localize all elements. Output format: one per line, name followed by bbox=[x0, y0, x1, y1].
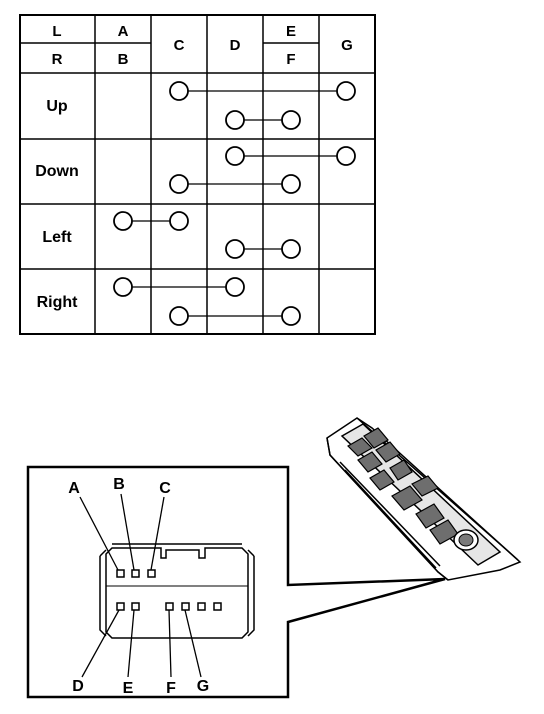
pin-B bbox=[131, 569, 140, 578]
continuity-terminal bbox=[225, 146, 245, 166]
header-L: L bbox=[52, 23, 61, 40]
continuity-terminal bbox=[336, 146, 356, 166]
power-window-switch-illustration bbox=[326, 417, 522, 581]
row-label-up: Up bbox=[46, 98, 68, 115]
pin-D bbox=[116, 602, 125, 611]
pin-label-D: D bbox=[72, 678, 84, 695]
continuity-terminal bbox=[169, 81, 189, 101]
continuity-links bbox=[113, 81, 356, 326]
header-A: A bbox=[118, 23, 129, 40]
pin-leader-lines bbox=[79, 493, 202, 678]
pin-spare bbox=[197, 602, 206, 611]
row-label-left: Left bbox=[42, 229, 72, 246]
header-G: G bbox=[341, 37, 353, 54]
continuity-terminal bbox=[113, 211, 133, 231]
pin-label-G: G bbox=[197, 678, 209, 695]
pin-E bbox=[131, 602, 140, 611]
continuity-terminal bbox=[169, 211, 189, 231]
table-row-labels: Up Down Left Right bbox=[35, 98, 79, 311]
table-header: L A E R B F C D G bbox=[52, 23, 353, 68]
continuity-terminal bbox=[225, 110, 245, 130]
continuity-table bbox=[19, 14, 376, 335]
pin-label-E: E bbox=[123, 680, 134, 697]
pin-label-C: C bbox=[159, 480, 171, 497]
continuity-terminal bbox=[225, 277, 245, 297]
continuity-terminal bbox=[225, 239, 245, 259]
row-label-right: Right bbox=[37, 294, 79, 311]
header-B: B bbox=[118, 51, 129, 68]
table-border bbox=[19, 14, 376, 335]
header-R: R bbox=[52, 51, 63, 68]
pin-G bbox=[181, 602, 190, 611]
continuity-terminal bbox=[169, 174, 189, 194]
row-label-down: Down bbox=[35, 163, 79, 180]
pin-F bbox=[165, 602, 174, 611]
continuity-terminal bbox=[113, 277, 133, 297]
pin-labels: A B C D E F G bbox=[68, 476, 209, 697]
pin-spare bbox=[213, 602, 222, 611]
continuity-terminal bbox=[336, 81, 356, 101]
header-D: D bbox=[230, 37, 241, 54]
continuity-terminal bbox=[281, 239, 301, 259]
header-E: E bbox=[286, 23, 296, 40]
connector-body bbox=[99, 543, 255, 639]
header-C: C bbox=[174, 37, 185, 54]
pin-A bbox=[116, 569, 125, 578]
header-F: F bbox=[286, 51, 295, 68]
pin-label-A: A bbox=[68, 480, 80, 497]
pin-label-B: B bbox=[113, 476, 125, 493]
connector-detail-box bbox=[26, 465, 446, 699]
pin-C bbox=[147, 569, 156, 578]
pin-label-F: F bbox=[166, 680, 176, 697]
continuity-terminal bbox=[169, 306, 189, 326]
continuity-terminal bbox=[281, 174, 301, 194]
continuity-terminal bbox=[281, 306, 301, 326]
continuity-terminal bbox=[281, 110, 301, 130]
